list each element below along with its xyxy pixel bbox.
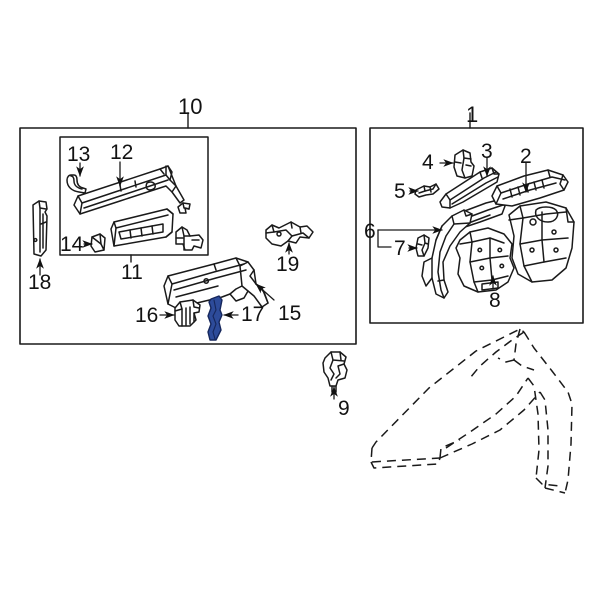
part-17-highlighted-shape[interactable] [207,295,223,341]
callout-11: 11 [121,261,143,284]
callout-10: 10 [178,94,203,119]
callout-14: 14 [60,233,84,256]
callout-17: 17 [241,303,265,326]
callout-15: 15 [278,302,302,325]
part-18-shape [32,200,48,257]
callout-5: 5 [394,180,406,203]
callout-2: 2 [520,145,532,168]
part-8-shape [455,227,515,293]
part-5-shape [414,183,440,198]
part-8b-shape [508,201,575,283]
callout-9: 9 [338,397,350,420]
callout-6: 6 [364,220,376,243]
part-13-shape [66,174,87,194]
leader-15 [255,283,275,301]
front-fender-phantom-outline [370,328,573,494]
callout-18: 18 [28,271,52,294]
part-11-support-shape [175,226,204,251]
part-12-shape [73,165,185,215]
part-2-shape [491,169,569,207]
part-12-hook [177,202,191,214]
callout-16: 16 [135,304,159,327]
part-3-shape [439,167,500,209]
callout-13: 13 [67,143,91,166]
callout-8: 8 [489,289,501,312]
leader-6 [377,226,443,248]
part-4-shape [453,149,475,179]
callout-3: 3 [481,140,493,163]
part-15-shape [163,257,269,309]
part-14-shape [90,233,106,253]
part-9-shape [322,351,348,393]
part-19-shape [265,221,314,247]
callout-1: 1 [466,102,479,127]
part-16-shape [174,299,201,327]
callout-4: 4 [422,151,434,174]
callout-12: 12 [110,141,134,164]
callout-19: 19 [276,253,300,276]
part-12-lower-shape [110,208,174,247]
callout-7: 7 [394,237,406,260]
